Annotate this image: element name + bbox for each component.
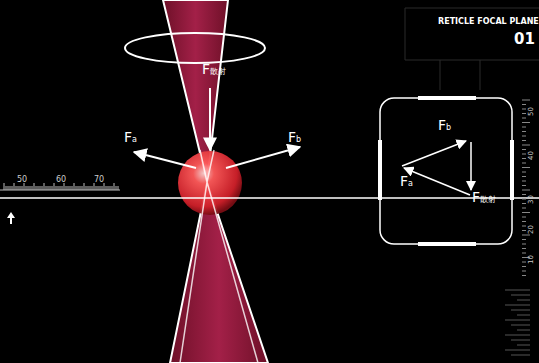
force-vector — [470, 142, 472, 190]
scale-number: 20 — [528, 225, 535, 234]
scale-number: 40 — [528, 151, 535, 160]
vector-label: Fb — [438, 118, 451, 132]
pointer-arrow — [7, 212, 15, 224]
force-arrow — [226, 147, 300, 168]
scale-number: 50 — [528, 107, 535, 116]
axis-line — [0, 197, 539, 199]
scale-number: 70 — [94, 176, 104, 184]
force-arrow — [134, 152, 196, 168]
panel-number: 01 — [514, 32, 535, 47]
panel-title: RETICLE FOCAL PLANE — [438, 18, 539, 26]
scale-number: 30 — [528, 195, 535, 204]
ruler — [0, 183, 120, 190]
inset-frame — [380, 98, 512, 244]
force-label: Fa — [124, 130, 137, 144]
ruler — [522, 100, 530, 276]
vector-label: Fa — [400, 174, 413, 188]
force-label: Fb — [288, 130, 301, 144]
grid — [405, 8, 539, 90]
force-arrow — [209, 88, 211, 150]
scale-number: 50 — [17, 176, 27, 184]
force-vector — [402, 141, 466, 166]
force-vector — [404, 168, 470, 195]
particle — [178, 151, 242, 215]
lens — [125, 33, 265, 63]
vector-label: F散射 — [472, 190, 496, 204]
inset-panel: FbFaF散射 — [380, 98, 512, 244]
force-label: F散射 — [202, 62, 226, 76]
decoration — [505, 290, 530, 355]
scale-number: 60 — [56, 176, 66, 184]
scale-number: 10 — [528, 255, 535, 264]
